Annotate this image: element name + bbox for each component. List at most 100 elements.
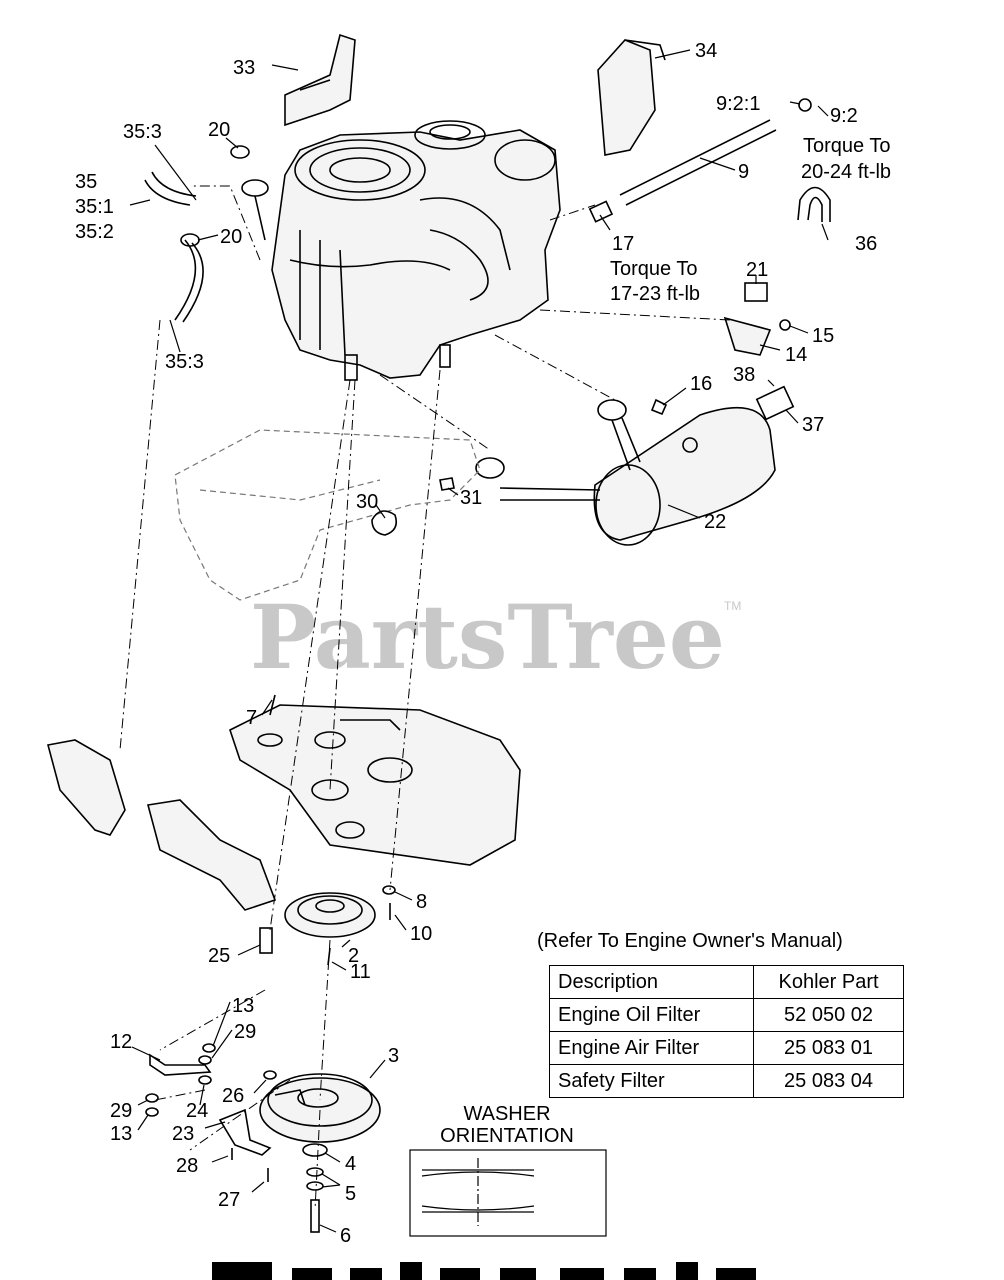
watermark-trademark: TM bbox=[724, 599, 741, 613]
callout-4: 4 bbox=[345, 1153, 356, 1175]
callout-6: 6 bbox=[340, 1225, 351, 1247]
callout-17: 17 bbox=[612, 233, 634, 255]
callout-9: 9 bbox=[738, 161, 749, 183]
part-29-washer-upper bbox=[198, 1055, 212, 1065]
header-kohler-part: Kohler Part bbox=[753, 965, 904, 999]
part-14-bracket bbox=[723, 282, 791, 356]
callout-22: 22 bbox=[704, 511, 726, 533]
part-24-washer bbox=[198, 1075, 212, 1085]
callout-13-lower: 13 bbox=[110, 1123, 132, 1145]
callout-26: 26 bbox=[222, 1085, 244, 1107]
callout-13-upper: 13 bbox=[232, 995, 254, 1017]
part-31-bolt bbox=[439, 477, 455, 491]
part-35-hose-lower bbox=[174, 239, 204, 323]
callout-10: 10 bbox=[410, 923, 432, 945]
part-13-nut-lower bbox=[145, 1107, 159, 1117]
part-7-bolt bbox=[269, 694, 276, 716]
table-row: Safety Filter 25 083 04 bbox=[548, 1064, 904, 1098]
part-22-muffler bbox=[475, 385, 795, 546]
part-29-washer-lower bbox=[145, 1093, 159, 1103]
part-36-hose bbox=[797, 186, 831, 222]
part-8-washer bbox=[382, 885, 396, 895]
part-5-washer-b bbox=[306, 1181, 324, 1191]
row-part-number: 25 083 04 bbox=[753, 1064, 904, 1098]
callout-14: 14 bbox=[785, 344, 807, 366]
part-33-bracket bbox=[284, 33, 356, 127]
kohler-filter-table: Description Kohler Part Engine Oil Filte… bbox=[548, 965, 904, 1098]
callout-20-upper: 20 bbox=[208, 119, 230, 141]
callout-15: 15 bbox=[812, 325, 834, 347]
torque-9-line2: 20-24 ft-lb bbox=[801, 161, 891, 183]
callout-35: 35 bbox=[75, 171, 97, 193]
row-description: Engine Oil Filter bbox=[548, 998, 755, 1032]
callout-7: 7 bbox=[246, 707, 257, 729]
callout-38: 38 bbox=[733, 364, 755, 386]
part-35-hose bbox=[144, 171, 197, 206]
alignment-lines bbox=[119, 185, 731, 1211]
row-description: Engine Air Filter bbox=[548, 1031, 755, 1065]
part-12-bracket bbox=[149, 1053, 212, 1076]
callout-34: 34 bbox=[695, 40, 717, 62]
callout-37: 37 bbox=[802, 414, 824, 436]
callout-23: 23 bbox=[172, 1123, 194, 1145]
torque-9-line1: Torque To bbox=[803, 135, 890, 157]
header-description: Description bbox=[548, 965, 755, 999]
row-description: Safety Filter bbox=[548, 1064, 755, 1098]
callout-24: 24 bbox=[186, 1100, 208, 1122]
callout-35-2: 35:2 bbox=[75, 221, 114, 243]
callout-9-2: 9:2 bbox=[830, 105, 858, 127]
part-3-clutch bbox=[259, 1073, 381, 1143]
callout-12: 12 bbox=[110, 1031, 132, 1053]
part-2-pulley bbox=[284, 892, 376, 938]
footer-decoration bbox=[212, 1262, 756, 1280]
washer-title-line1: WASHER bbox=[463, 1103, 551, 1125]
part-16-bolt bbox=[650, 398, 668, 416]
part-23-bracket bbox=[218, 1108, 272, 1156]
washer-title-line2: ORIENTATION bbox=[440, 1125, 574, 1147]
engine-assembly bbox=[241, 120, 561, 381]
callout-33: 33 bbox=[233, 57, 255, 79]
callout-35-1: 35:1 bbox=[75, 196, 114, 218]
washer-orientation-title: WASHER ORIENTATION bbox=[412, 1103, 602, 1147]
torque-17-line2: 17-23 ft-lb bbox=[610, 283, 700, 305]
frame-bracket-upper bbox=[174, 429, 481, 601]
watermark-text: PartsTree bbox=[250, 585, 725, 689]
callout-16: 16 bbox=[690, 373, 712, 395]
part-5-washer-a bbox=[306, 1167, 324, 1177]
callout-35-3-lower: 35:3 bbox=[165, 351, 204, 373]
part-34-shield bbox=[597, 39, 666, 156]
callout-21: 21 bbox=[746, 259, 768, 281]
row-part-number: 52 050 02 bbox=[753, 998, 904, 1032]
part-4-washer bbox=[302, 1143, 328, 1157]
part-9-dipstick-tube bbox=[588, 98, 812, 223]
callout-36: 36 bbox=[855, 233, 877, 255]
torque-17-line1: Torque To bbox=[610, 258, 697, 280]
callout-29-lower: 29 bbox=[110, 1100, 132, 1122]
callout-27: 27 bbox=[218, 1189, 240, 1211]
callout-29-upper: 29 bbox=[234, 1021, 256, 1043]
part-25-spacer bbox=[259, 927, 273, 954]
part-13-nut-upper bbox=[202, 1043, 216, 1053]
leader-lines bbox=[129, 49, 829, 1233]
callout-9-2-1: 9:2:1 bbox=[716, 93, 760, 115]
engine-deck-plate bbox=[229, 704, 521, 866]
left-bracket-upper bbox=[47, 739, 126, 836]
part-30-clip bbox=[371, 510, 398, 536]
row-part-number: 25 083 01 bbox=[753, 1031, 904, 1065]
callout-30: 30 bbox=[356, 491, 378, 513]
callout-31: 31 bbox=[460, 487, 482, 509]
callout-5: 5 bbox=[345, 1183, 356, 1205]
table-header-row: Description Kohler Part bbox=[548, 965, 904, 999]
callout-25: 25 bbox=[208, 945, 230, 967]
callout-28: 28 bbox=[176, 1155, 198, 1177]
part-20-clamp-lower bbox=[180, 233, 200, 247]
callout-labels: 33 34 20 35:3 35 35:1 35:2 20 35:3 9:2:1… bbox=[75, 40, 891, 1247]
refer-to-manual-note: (Refer To Engine Owner's Manual) bbox=[537, 930, 843, 952]
callout-8: 8 bbox=[416, 891, 427, 913]
left-bracket-lower bbox=[146, 799, 277, 911]
callout-2: 2 bbox=[348, 945, 359, 967]
part-26-bolt bbox=[263, 1070, 277, 1080]
part-20-clamp-top bbox=[230, 145, 250, 159]
washer-orientation-box bbox=[409, 1149, 607, 1237]
